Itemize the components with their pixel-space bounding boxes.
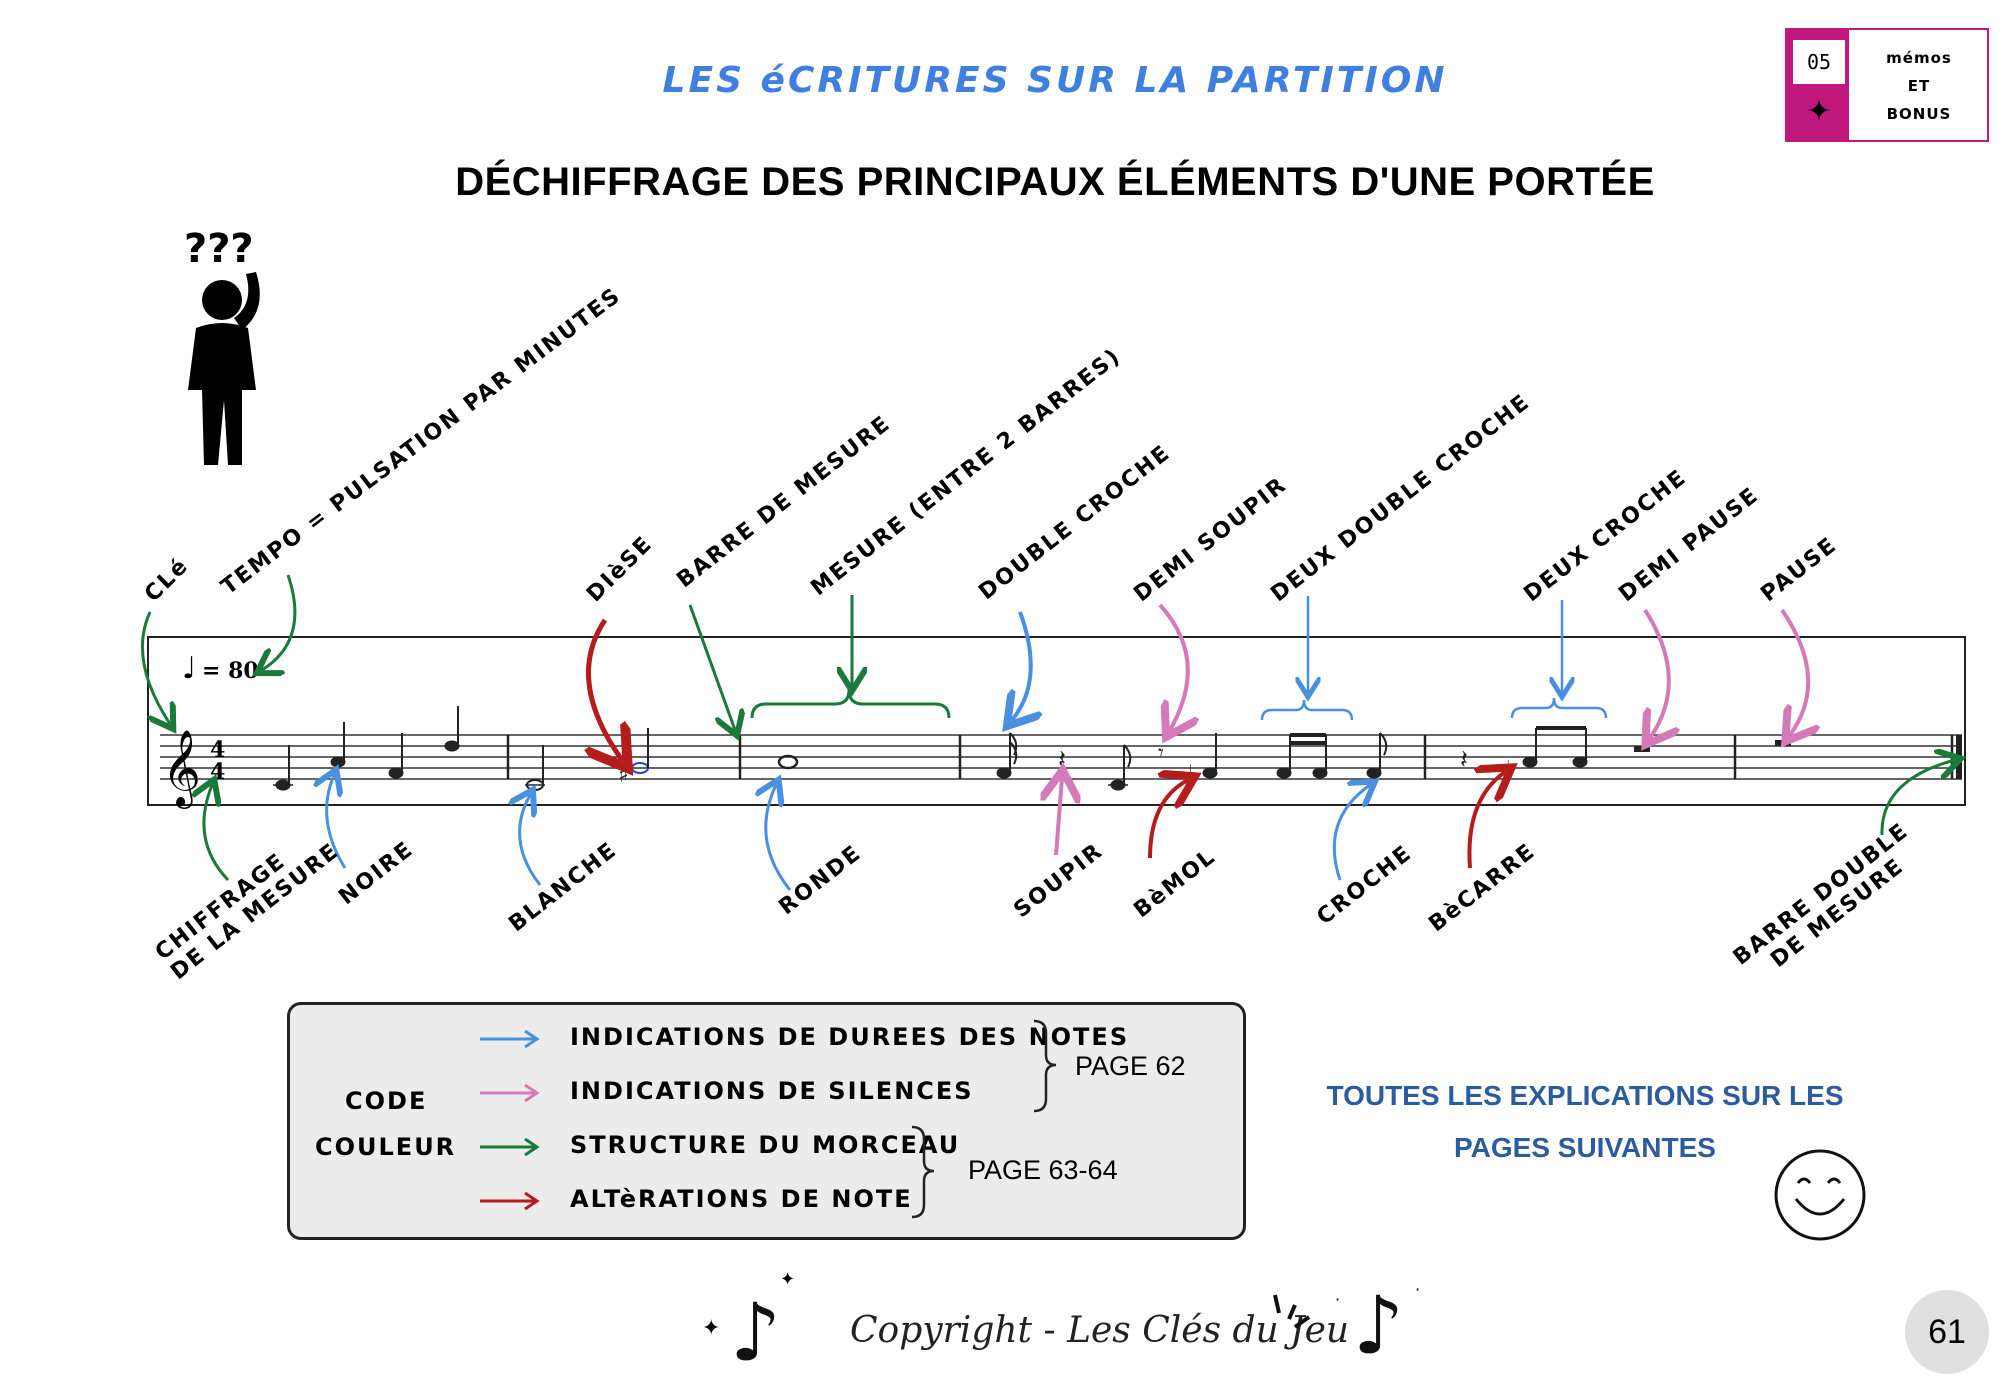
arrow-double-croche [1012,611,1031,720]
badge-label: mémos ET BONUS [1857,44,1981,128]
badge-line-3: BONUS [1886,105,1952,123]
side-note: TOUTES LES EXPLICATIONS SUR LES PAGES SU… [1290,1070,1880,1174]
svg-text:·: · [1335,1290,1340,1309]
arrow-soupir [1056,778,1062,856]
legend-brace-2 [911,1125,935,1219]
arrow-chiffrage [204,785,230,882]
legend-item-alterations: ALTèRATIONS DE NOTE [570,1185,913,1213]
legend-item-silences: INDICATIONS DE SILENCES [570,1077,974,1105]
legend-page-ref-2: PAGE 63-64 [968,1155,1118,1185]
arrow-noire [327,775,347,869]
time-signature-top: 4 [210,737,225,763]
badge-line-1: mémos [1886,49,1952,67]
sparkle-icon: ✦ [1806,94,1832,129]
arrow-demi-soupir [1158,603,1188,730]
legend-code-line-1: CODE [345,1087,428,1115]
arrow-diese [589,618,622,760]
side-note-line-2: PAGES SUIVANTES [1454,1132,1716,1163]
arrow-ronde [766,785,792,891]
legend-code-line-2: COULEUR [315,1133,457,1161]
svg-text:✦: ✦ [780,1269,795,1290]
time-signature-bottom: 4 [210,759,225,785]
arrow-double-barre [1880,760,1955,836]
svg-text:♪: ♪ [1353,1279,1404,1372]
copyright-text: Copyright - Les Clés du Jeu [850,1310,1350,1351]
arrow-bemol [1148,780,1188,859]
flat-icon: ♭ [1188,760,1199,788]
smiley-icon [1774,1149,1866,1241]
header-title: LES éCRITURES SUR LA PARTITION [662,60,1448,101]
question-marks: ??? [184,226,254,272]
legend-arrows [480,1029,540,1211]
thinking-person-icon: ??? [184,226,260,465]
arrow-cle [140,611,170,724]
legend-page-ref-1: PAGE 62 [1075,1051,1186,1081]
sharp-icon: ♯ [618,763,629,788]
svg-text:·: · [1415,1280,1420,1299]
music-note-icon: ✦ ✦ ♪ [702,1269,795,1375]
arrow-barre [688,604,735,730]
natural-icon: ♮ [1506,757,1514,782]
quarter-note-icon: ♩ [182,651,196,686]
eighth-rest-icon: 𝄾 [1158,741,1164,766]
svg-text:♪: ♪ [730,1286,781,1375]
arrow-tempo [262,574,297,670]
arrow-croche [1332,785,1370,881]
whole-note [777,754,799,770]
page-title: DÉCHIFFRAGE DES PRINCIPAUX ÉLÉMENTS D'UN… [455,160,1655,204]
whole-rest [1775,740,1791,746]
side-note-line-1: TOUTES LES EXPLICATIONS SUR LES [1326,1080,1844,1111]
badge-line-2: ET [1907,77,1931,95]
quarter-rest-icon: 𝄽 [1460,745,1468,775]
staff-frame [147,636,1966,806]
music-staff: ♩ = 80 𝄞 4 4 ♯ 𝄽 𝄾 ♭ [140,574,2000,891]
section-badge: 05 ✦ mémos ET BONUS [1785,28,1989,142]
page-number: 61 [1905,1290,1989,1374]
treble-clef-icon: 𝄞 [162,729,201,809]
legend-item-structure: STRUCTURE DU MORCEAU [570,1131,961,1159]
legend-brace-1 [1033,1019,1057,1113]
legend-item-durations: INDICATIONS DE DUREES DES NOTES [570,1023,1130,1051]
arrow-demi-pause [1645,608,1669,738]
quarter-rest-icon: 𝄽 [1058,745,1066,775]
tempo-marking: = 80 [202,658,259,684]
arrow-becarre [1467,772,1505,869]
half-rest [1634,746,1650,752]
music-note-icon: ♪ · · [1273,1279,1420,1372]
badge-number: 05 [1793,40,1845,84]
svg-text:✦: ✦ [702,1316,720,1341]
final-barline [1956,735,1962,779]
arrow-pause [1780,608,1808,735]
color-code-legend: CODE COULEUR INDICATIONS DE DUREES DES N… [287,1002,1246,1240]
arrow-blanche [520,795,542,886]
